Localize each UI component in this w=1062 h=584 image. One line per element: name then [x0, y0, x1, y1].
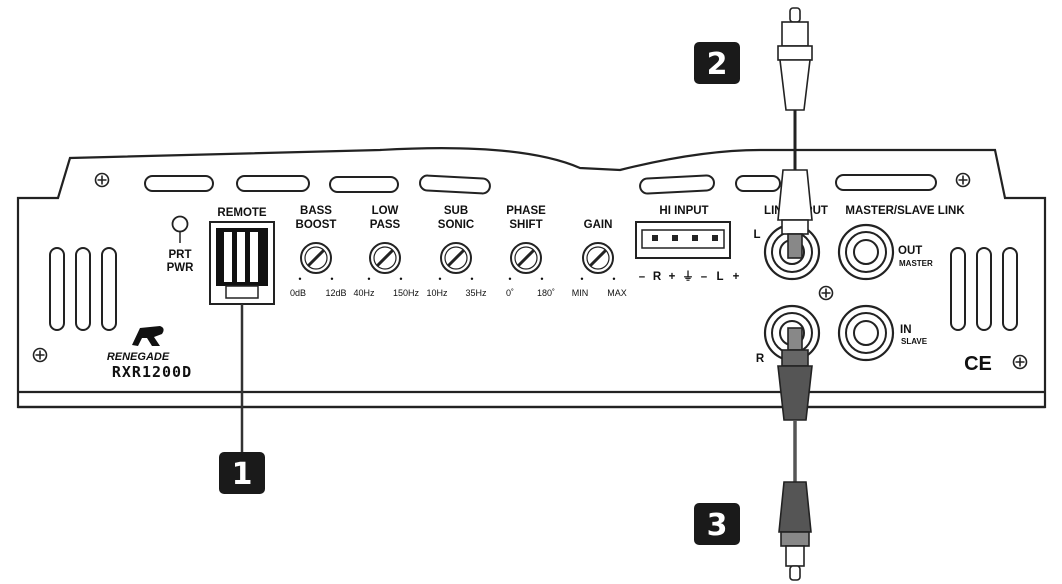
screw-icon — [1012, 354, 1028, 370]
callout-badge-1: 1 — [219, 452, 265, 494]
screw-icon — [32, 347, 48, 363]
master-slave-label: MASTER/SLAVE LINK — [845, 205, 965, 217]
svg-text:OUT: OUT — [898, 245, 922, 257]
screw-icon — [955, 172, 971, 188]
top-vent-slots — [144, 174, 937, 195]
svg-text:150Hz: 150Hz — [393, 288, 420, 298]
callout-badge-2: 2 — [694, 42, 740, 84]
svg-text:12dB: 12dB — [325, 288, 346, 298]
bass-boost-knob[interactable]: BASS BOOST • • 0dB 12dB — [290, 205, 347, 298]
svg-text:•: • — [470, 274, 473, 284]
phase-shift-knob[interactable]: PHASE SHIFT • • 0˚ 180˚ — [506, 205, 555, 298]
gain-knob[interactable]: GAIN • • MIN MAX — [572, 219, 627, 298]
renegade-logo-icon — [132, 326, 164, 346]
side-vent-left — [49, 247, 117, 331]
svg-text:–: – — [639, 271, 646, 283]
svg-text:GAIN: GAIN — [584, 219, 613, 231]
screw-icons — [32, 172, 1028, 370]
side-vent-right — [950, 247, 1018, 331]
hi-input-connector[interactable]: HI INPUT – R + ⏚ – L + — [635, 205, 740, 283]
svg-text:35Hz: 35Hz — [465, 288, 487, 298]
svg-text:•: • — [367, 274, 370, 284]
svg-text:•: • — [399, 274, 402, 284]
svg-text:SONIC: SONIC — [438, 219, 474, 231]
svg-text:3: 3 — [707, 508, 728, 543]
rca-jack-slave-in[interactable] — [837, 304, 895, 362]
svg-text:•: • — [298, 274, 301, 284]
screw-icon — [818, 285, 834, 301]
svg-text:•: • — [580, 274, 583, 284]
rca-cable-upper — [777, 7, 813, 259]
svg-text:0dB: 0dB — [290, 288, 306, 298]
master-slave-link: MASTER/SLAVE LINK OUT MASTER IN SLAVE — [837, 205, 965, 362]
svg-text:BOOST: BOOST — [296, 219, 337, 231]
svg-text:MIN: MIN — [572, 288, 589, 298]
svg-text:10Hz: 10Hz — [426, 288, 448, 298]
indicator-led — [171, 215, 189, 233]
svg-text:PASS: PASS — [370, 219, 401, 231]
svg-text:•: • — [612, 274, 615, 284]
line-input-right-label: R — [756, 353, 765, 365]
brand-name: RENEGADE — [107, 351, 170, 363]
model-name: RXR1200D — [112, 363, 192, 381]
svg-text:+: + — [733, 271, 740, 283]
svg-text:MAX: MAX — [607, 288, 627, 298]
svg-text:•: • — [330, 274, 333, 284]
svg-text:40Hz: 40Hz — [353, 288, 375, 298]
svg-text:BASS: BASS — [300, 205, 332, 217]
remote-terminal: REMOTE — [209, 207, 275, 305]
low-pass-knob[interactable]: LOW PASS • • 40Hz 150Hz — [353, 205, 419, 298]
svg-text:180˚: 180˚ — [537, 288, 555, 298]
indicator-label-pwr: PWR — [167, 262, 195, 274]
svg-text:SUB: SUB — [444, 205, 468, 217]
svg-text:2: 2 — [707, 47, 728, 82]
rca-jack-master-out[interactable] — [837, 223, 895, 281]
svg-text:LOW: LOW — [372, 205, 399, 217]
svg-text:L: L — [716, 271, 723, 283]
svg-text:1: 1 — [232, 457, 253, 492]
indicator-label-prt: PRT — [169, 249, 192, 261]
svg-text:⏚: ⏚ — [682, 270, 694, 283]
power-protect-indicator: PRT PWR — [167, 215, 195, 274]
svg-text:SHIFT: SHIFT — [509, 219, 542, 231]
svg-text:•: • — [508, 274, 511, 284]
remote-label: REMOTE — [217, 207, 267, 219]
svg-text:SLAVE: SLAVE — [901, 337, 928, 346]
rca-cable-lower — [777, 327, 813, 581]
svg-text:0˚: 0˚ — [506, 288, 514, 298]
svg-text:•: • — [540, 274, 543, 284]
svg-text:R: R — [653, 271, 662, 283]
svg-text:+: + — [669, 271, 676, 283]
knob-controls: BASS BOOST • • 0dB 12dB LOW PASS • • 40H… — [290, 205, 627, 298]
svg-text:MASTER: MASTER — [899, 259, 933, 268]
sub-sonic-knob[interactable]: SUB SONIC • • 10Hz 35Hz — [426, 205, 487, 298]
line-input-left-label: L — [753, 229, 760, 241]
callout-badge-3: 3 — [694, 503, 740, 545]
svg-text:IN: IN — [900, 324, 912, 336]
svg-text:PHASE: PHASE — [506, 205, 546, 217]
svg-text:•: • — [438, 274, 441, 284]
screw-icon — [94, 172, 110, 188]
ce-mark: CE — [964, 353, 992, 375]
svg-text:–: – — [701, 271, 708, 283]
brand-logo: RENEGADE RXR1200D — [107, 326, 192, 381]
hi-input-label: HI INPUT — [659, 205, 708, 217]
